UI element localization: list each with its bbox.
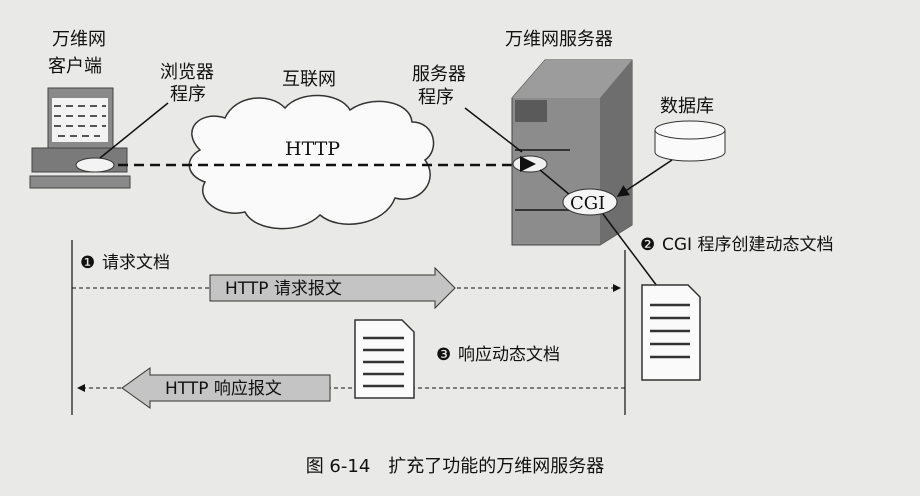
step3-number: ❸	[436, 345, 451, 365]
request-message-arrow	[209, 266, 456, 310]
step2-label: CGI 程序创建动态文档	[662, 235, 833, 255]
browser-pointer-line	[99, 102, 169, 159]
http-label: HTTP	[285, 138, 340, 160]
step3-label: 响应动态文档	[458, 345, 560, 365]
response-message-arrow	[121, 367, 331, 409]
database-icon	[654, 120, 726, 162]
database-label: 数据库	[660, 96, 714, 117]
client-label-line1: 万维网	[52, 29, 106, 50]
browser-program-icon	[75, 157, 115, 173]
server-program-label-line2: 程序	[418, 87, 454, 108]
internet-label: 互联网	[282, 69, 336, 90]
server-program-label-line1: 服务器	[412, 64, 466, 85]
request-message-label: HTTP 请求报文	[225, 279, 342, 299]
response-message-label: HTTP 响应报文	[165, 379, 282, 399]
step2-number: ❷	[640, 235, 655, 255]
server-title: 万维网服务器	[505, 29, 613, 50]
client-label-line2: 客户端	[48, 56, 102, 77]
server-icon	[511, 59, 633, 246]
browser-label-line2: 程序	[170, 84, 206, 105]
server-program-pointer-line	[464, 107, 523, 153]
program-to-cgi-line	[539, 169, 571, 196]
figure-caption: 图 6-14 扩充了功能的万维网服务器	[306, 456, 605, 477]
internet-cloud-icon	[188, 94, 435, 230]
response-document-icon	[354, 319, 415, 399]
cgi-to-document-line	[602, 213, 661, 291]
step1-number: ❶	[80, 253, 95, 273]
dynamic-document-icon	[641, 284, 701, 381]
step1-label: 请求文档	[102, 253, 170, 273]
client-computer-icon	[29, 87, 131, 189]
cgi-label: CGI	[570, 193, 605, 214]
browser-label-line1: 浏览器	[160, 62, 214, 83]
cgi-program-icon	[562, 188, 618, 216]
database-cgi-line	[616, 159, 673, 197]
